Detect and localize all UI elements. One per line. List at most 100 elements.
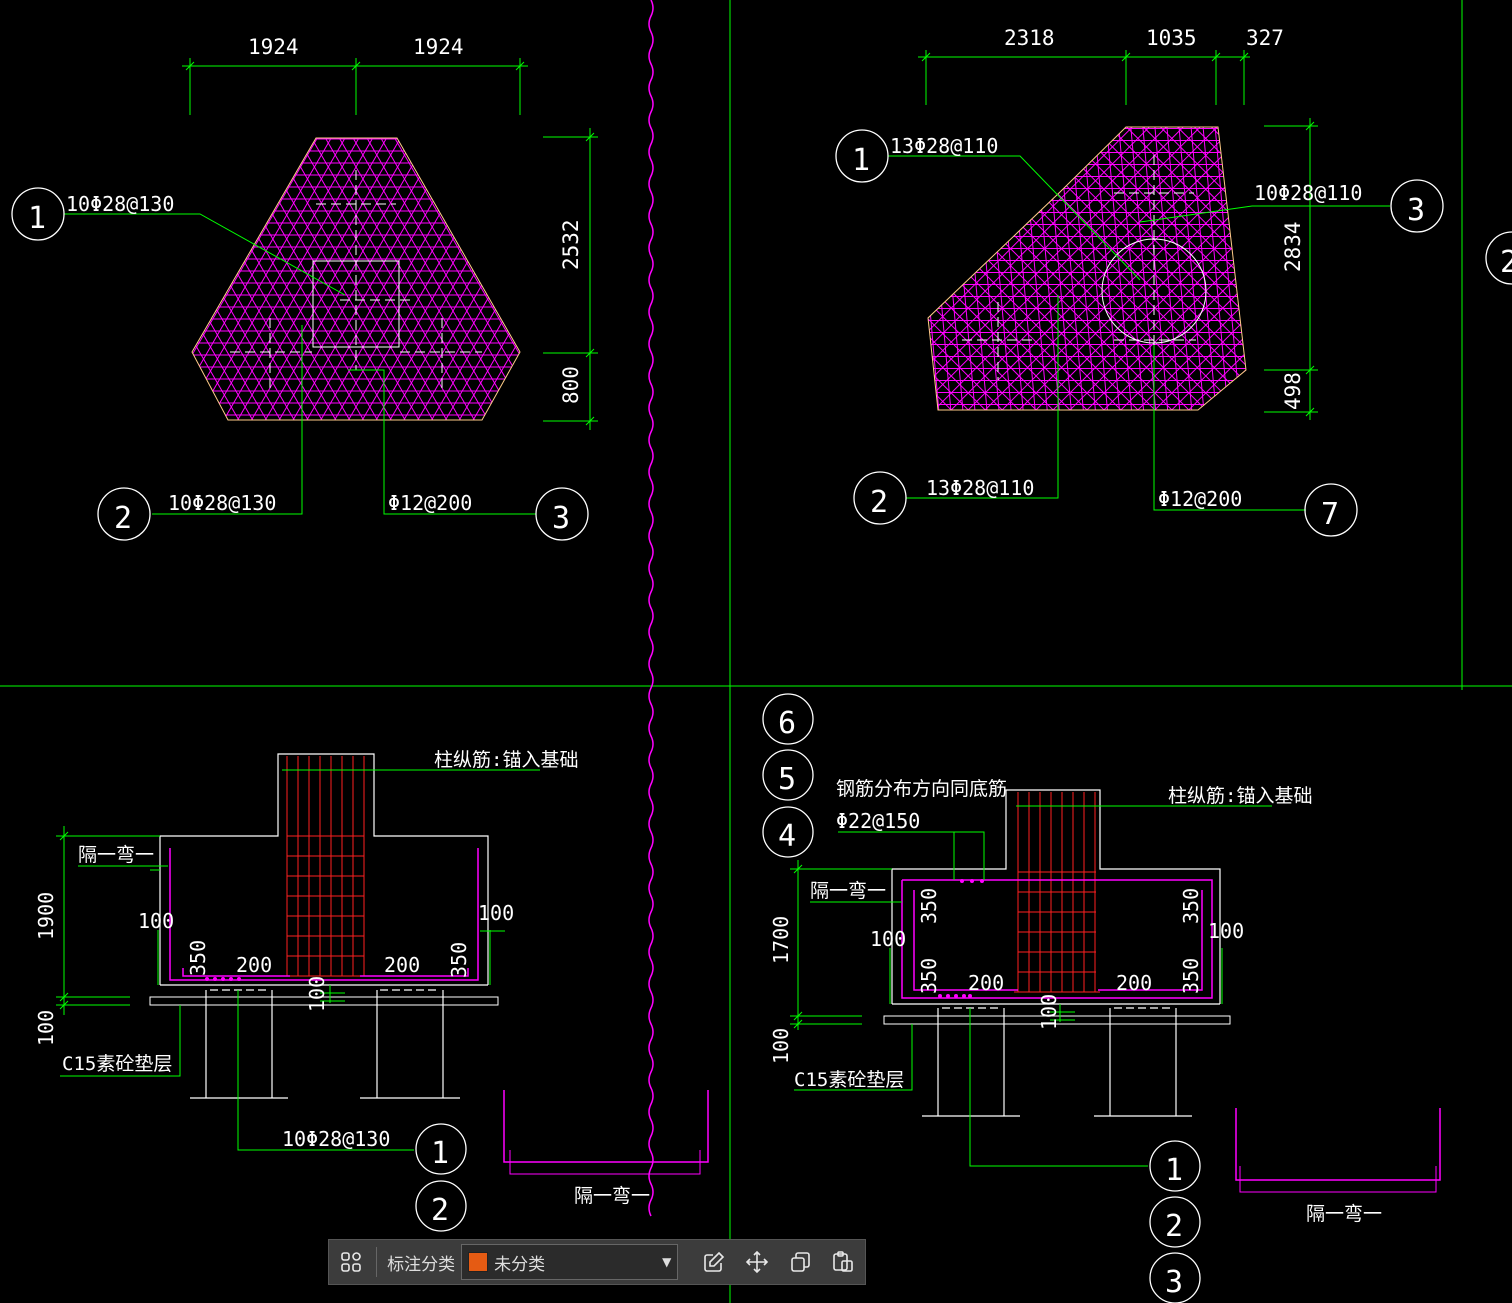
callout-bubble-r2[interactable]: 2 [870,485,888,520]
plan-right-dim-top-3: 327 [1246,26,1284,50]
section-right-leaders [794,805,1272,1167]
section-right-bubble-3[interactable]: 3 [1165,1265,1183,1300]
edit-icon[interactable] [696,1244,731,1280]
section-left-bubble-2[interactable]: 2 [431,1193,449,1228]
break-line [648,0,654,1217]
section-left-dim-100b: 100 [138,909,174,933]
section-left-piles [190,989,460,1099]
section-right-detail-note: 隔一弯一 [1306,1203,1382,1225]
callout-text-r2: 13Φ28@110 [926,476,1034,500]
toolbar-separator [376,1247,378,1277]
callout-text-r3: 10Φ28@110 [1254,181,1362,205]
callout-bubble-r3[interactable]: 3 [1407,193,1425,228]
plan-left-dim-top-1: 1924 [248,35,299,59]
section-left-dim-200b: 200 [384,953,420,977]
category-swatch [468,1252,489,1272]
callout-bubble-3[interactable]: 3 [552,501,570,536]
annotation-toolbar: 标注分类 未分类 ▼ [328,1239,866,1285]
section-right[interactable]: 6 5 4 钢筋分布方向同底筋 Φ22@150 柱纵筋:锚入基础 隔一弯一 17… [762,693,1441,1303]
category-select[interactable]: 未分类 ▼ [461,1244,679,1280]
section-left-dims [56,826,505,1015]
plan-right-dim-top-2: 1035 [1146,26,1197,50]
section-left-bar-dots [205,977,241,981]
grid-icon[interactable] [333,1244,368,1280]
plan-left-dim-right-2: 800 [559,366,583,404]
section-right-rebar [901,879,1213,999]
section-right-column-rebar [1014,792,1100,993]
callout-bubble-r7[interactable]: 7 [1321,497,1339,532]
callout-text-3: Φ12@200 [388,491,472,515]
callout-bubble-r1[interactable]: 1 [852,143,870,178]
plan-left-dim-top-2: 1924 [413,35,464,59]
copy-icon[interactable] [783,1244,818,1280]
plan-left-dim-top [182,58,528,115]
section-left-dim-100a: 100 [34,1010,58,1046]
move-icon[interactable] [740,1244,775,1280]
section-left-dim-100c: 100 [478,901,514,925]
edge-bubble[interactable]: 2 [1500,245,1512,280]
category-selected: 未分类 [494,1254,546,1275]
chevron-down-icon: ▼ [662,1255,672,1269]
paste-icon[interactable] [826,1244,861,1280]
section-right-dim-350a: 350 [917,888,941,924]
section-left-column-rebar [283,756,368,977]
section-right-dim-350c: 350 [917,958,941,994]
section-right-column-note: 柱纵筋:锚入基础 [1168,785,1312,807]
section-right-dim-100c: 100 [1208,919,1244,943]
section-right-bubble-5[interactable]: 5 [778,762,796,797]
section-left-bottom-rebar [169,848,479,981]
section-right-outline [891,789,1221,1004]
section-left-dim-350a: 350 [186,940,210,976]
section-left-dim-1900: 1900 [34,892,58,940]
section-right-bubble-4[interactable]: 4 [778,819,796,854]
section-right-bubbles [762,693,1201,1303]
section-left-dim-100d: 100 [305,976,329,1012]
section-right-bubble-1[interactable]: 1 [1165,1153,1183,1188]
callout-bubble-1[interactable]: 1 [28,201,46,236]
section-right-dims [790,860,1223,1030]
plan-right-dim-right [1264,118,1318,420]
section-right-piles [922,1007,1192,1117]
section-right-dim-100d: 100 [1037,994,1061,1030]
section-left-detail-note: 隔一弯一 [574,1185,650,1207]
section-left-outline [159,753,489,985]
plan-left[interactable]: 1924 1924 2532 800 1 10Φ28@130 2 10Φ28@1… [0,0,1256,1303]
section-left-bar-callout: 10Φ28@130 [282,1127,390,1151]
section-right-cushion: C15素砼垫层 [794,1069,904,1091]
section-left-detail [503,1090,709,1163]
section-right-dist-note: 钢筋分布方向同底筋 [836,778,1007,800]
plan-left-bubbles [11,187,589,541]
section-right-bubble-2[interactable]: 2 [1165,1209,1183,1244]
section-right-dim-1700: 1700 [769,916,793,964]
section-left-dim-350b: 350 [447,942,471,978]
section-right-bend-note: 隔一弯一 [810,880,886,902]
plan-right-bubbles [835,129,1512,537]
callout-bubble-2[interactable]: 2 [114,501,132,536]
plan-right-dim-right-2: 498 [1281,372,1305,410]
section-right-dim-100a: 100 [769,1028,793,1064]
plan-right-dim-top-1: 2318 [1004,26,1055,50]
section-left[interactable]: 柱纵筋:锚入基础 隔一弯一 1900 100 100 100 350 350 2… [34,749,709,1232]
section-left-bend-note: 隔一弯一 [78,844,154,866]
section-left-leaders [60,769,540,1151]
section-right-detail [1235,1108,1441,1181]
section-left-dim-200a: 200 [236,953,272,977]
category-label: 标注分类 [387,1254,456,1275]
plan-right-column-outline [962,155,1207,380]
section-right-dist-bar: Φ22@150 [836,809,920,833]
callout-text-1: 10Φ28@130 [66,192,174,216]
section-right-dim-200a: 200 [968,971,1004,995]
section-left-bubble-1[interactable]: 1 [431,1136,449,1171]
section-right-dim-200b: 200 [1116,971,1152,995]
section-right-dim-100b: 100 [870,927,906,951]
plan-left-rebar [192,138,520,420]
plan-left-dim-right-1: 2532 [559,219,583,270]
section-right-dim-350d: 350 [1179,958,1203,994]
plan-right[interactable]: 2318 1035 327 2834 498 1 13Φ28@110 [97,0,1512,1256]
section-right-bubble-6[interactable]: 6 [778,706,796,741]
callout-text-r7: Φ12@200 [1158,487,1242,511]
section-left-cushion: C15素砼垫层 [62,1053,172,1075]
callout-text-r1: 13Φ28@110 [890,134,998,158]
